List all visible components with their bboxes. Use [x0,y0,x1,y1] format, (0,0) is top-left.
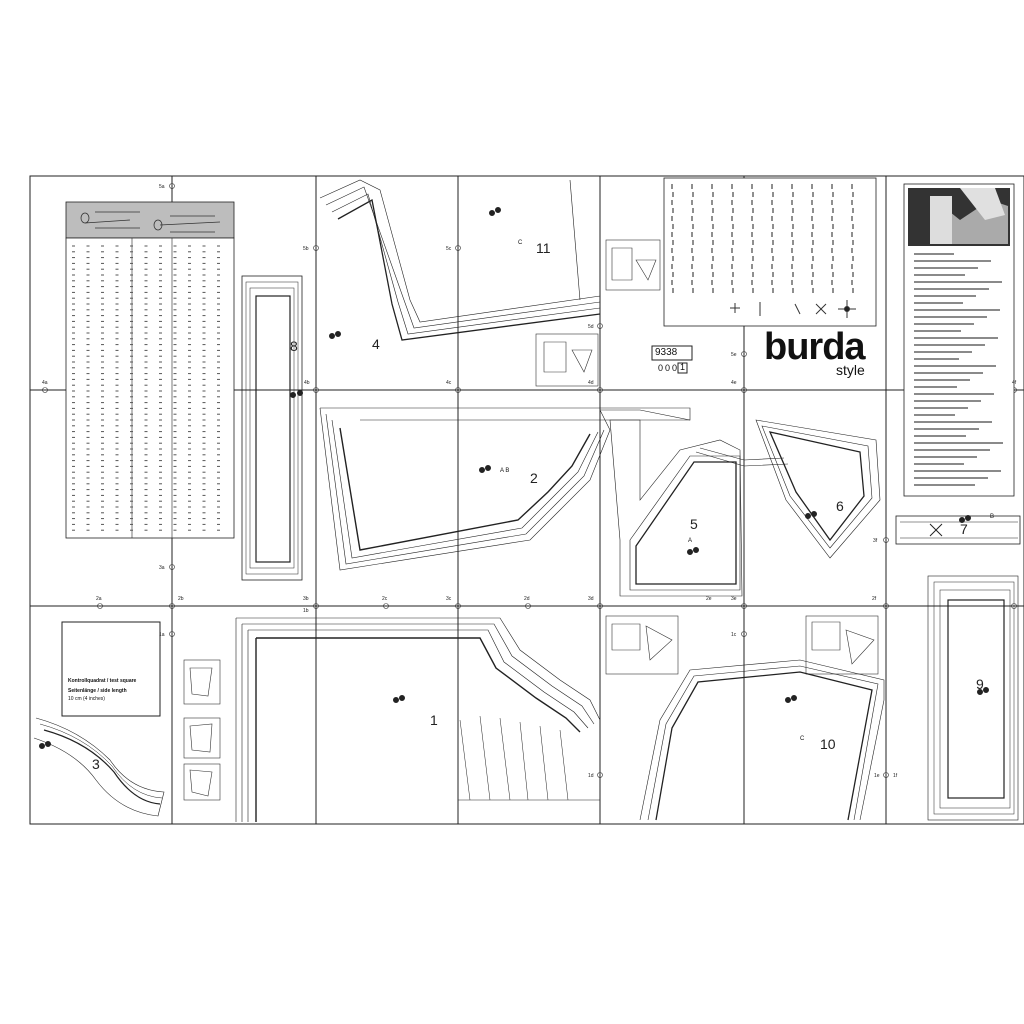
piece-letters-10: C [800,736,805,742]
piece-letters-5: A [688,538,693,544]
piece-number-11: 11 [536,240,551,256]
marker-4a: 4a [42,380,48,386]
registration-marks [42,183,1017,778]
marker-3f: 3f [873,538,878,544]
instructions-panel [663,177,877,327]
piece-number-3: 3 [92,756,100,772]
piece-number-9: 9 [976,676,984,692]
piece-letters-2: A B [500,468,510,474]
marker-4b: 4b [304,380,310,386]
sheet-index: 1 [680,362,686,372]
piece-number-6: 6 [836,498,844,514]
marker-3b: 3b [303,596,309,602]
marker-3a: 3a [159,565,165,571]
brand-logo: burda [764,326,866,368]
pattern-number-box [651,345,693,374]
pattern-piece-9 [927,575,1019,821]
piece-letters-11: C [518,240,523,246]
piece-number-7: 7 [960,521,968,537]
brand-sub-logo: style [836,362,865,378]
test-square-subtitle: Seitenlänge / side length [68,688,127,694]
marker-1b: 1b [303,608,309,614]
pattern-piece-3 [33,717,165,817]
size-chart [65,201,235,539]
marker-4c: 4c [446,380,452,386]
marker-2e: 2e [706,596,712,602]
marker-2f: 2f [872,596,877,602]
piece-number-8: 8 [290,338,298,354]
marker-3d: 3d [588,596,594,602]
sewing-guide-panel [903,183,1015,497]
marker-2d: 2d [524,596,530,602]
pattern-piece-7 [895,515,1021,545]
marker-4e: 4e [731,380,737,386]
piece-number-1: 1 [430,712,438,728]
marker-2b: 2b [178,596,184,602]
marker-3c: 3c [446,596,452,602]
pattern-piece-6 [755,419,881,559]
marker-1a: 1a [159,632,165,638]
piece-number-2: 2 [530,470,538,486]
pattern-piece-1 [235,617,601,822]
marker-5a: 5a [159,184,165,190]
test-square-title: Kontrollquadrat / test square [68,678,137,684]
marker-5e: 5e [731,352,737,358]
piece-number-10: 10 [820,736,836,752]
pattern-piece-10 [639,659,885,821]
scissors-icons [39,207,989,749]
marker-1e: 1e [874,773,880,779]
layout-thumbnails [183,239,879,801]
marker-3e: 3e [731,596,737,602]
pattern-number: 9338 [655,347,678,358]
marker-5d: 5d [588,324,594,330]
marker-4f: 4f [1012,380,1017,386]
test-square-size: 10 cm (4 inches) [68,696,105,702]
test-square [61,621,161,717]
piece-letters-7: B [990,514,995,520]
marker-5c: 5c [446,246,452,252]
pattern-piece-5 [609,419,789,597]
sheet-code: 000 [658,363,680,373]
marker-1c: 1c [731,632,737,638]
marker-5b: 5b [303,246,309,252]
piece-number-5: 5 [690,516,698,532]
pattern-piece-8 [241,275,303,581]
pattern-piece-2 [319,407,691,571]
marker-1d: 1d [588,773,594,779]
marker-4d: 4d [588,380,594,386]
marker-1f: 1f [893,773,898,779]
pattern-piece-11 [319,179,601,341]
marker-2c: 2c [382,596,388,602]
piece-number-4: 4 [372,336,380,352]
marker-2a: 2a [96,596,102,602]
